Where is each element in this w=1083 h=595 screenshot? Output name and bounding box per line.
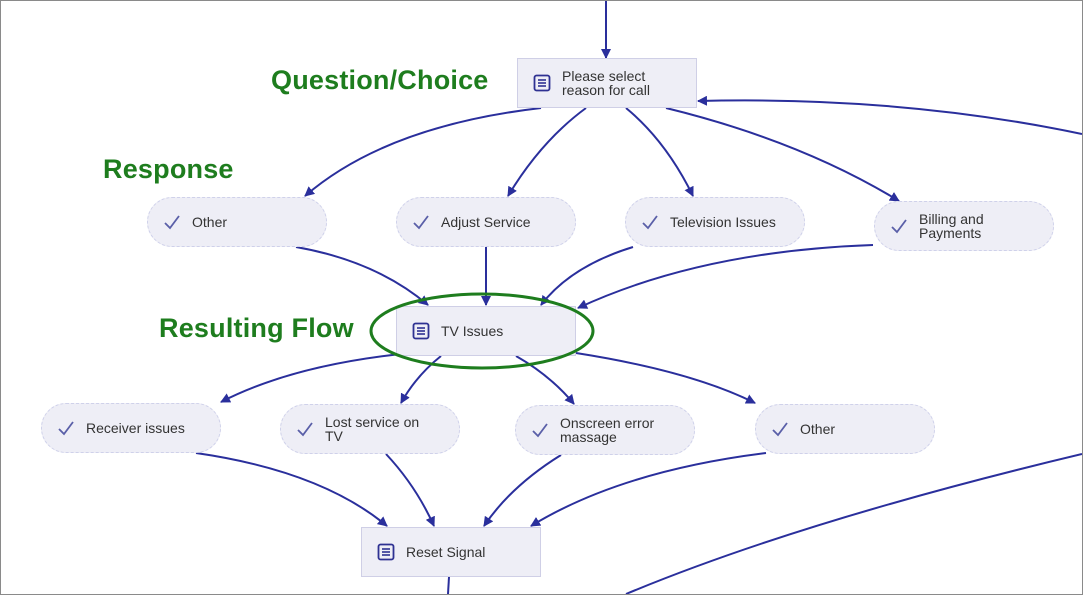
node-reset-signal[interactable]: Reset Signal <box>361 527 541 577</box>
edge-onscreen-to-reset <box>483 454 562 527</box>
edge-tv-to-lost <box>400 355 442 404</box>
check-icon <box>411 212 431 232</box>
node-response-other-bottom[interactable]: Other <box>755 404 935 454</box>
edge-television-to-tv <box>540 246 634 306</box>
check-icon <box>162 212 182 232</box>
edge-external-lower-loop <box>625 453 1082 594</box>
check-icon <box>770 419 790 439</box>
node-please-select-reason[interactable]: Please select reason for call <box>517 58 697 108</box>
list-icon <box>376 542 396 562</box>
node-response-receiver-issues[interactable]: Receiver issues <box>41 403 221 453</box>
edge-receiver-to-reset <box>195 452 388 527</box>
edge-please-to-billing <box>665 107 900 202</box>
node-response-onscreen-error-massage[interactable]: Onscreen error massage <box>515 405 695 455</box>
node-label: Adjust Service <box>441 214 531 230</box>
edge-reset-downward <box>447 576 450 594</box>
edge-please-to-other <box>304 107 542 197</box>
edge-tv-to-other-bottom <box>575 352 756 404</box>
node-label: Other <box>800 421 836 437</box>
node-label: Onscreen error massage <box>560 415 655 445</box>
annotation-resulting-flow: Resulting Flow <box>159 313 354 343</box>
edge-please-to-adjust <box>507 107 587 197</box>
node-label: Lost service on TV <box>325 414 420 444</box>
node-label: Receiver issues <box>86 420 185 436</box>
node-label: Billing and Payments <box>919 211 984 241</box>
node-response-adjust-service[interactable]: Adjust Service <box>396 197 576 247</box>
edge-billing-to-tv <box>577 244 874 309</box>
node-label: Other <box>192 214 228 230</box>
node-tv-issues[interactable]: TV Issues <box>396 306 576 356</box>
edge-lost-to-reset <box>385 453 435 527</box>
edge-external-to-please-select <box>697 95 1082 135</box>
node-response-other[interactable]: Other <box>147 197 327 247</box>
node-label: Reset Signal <box>406 544 486 560</box>
edge-tv-to-receiver <box>220 353 402 403</box>
list-icon <box>532 73 552 93</box>
annotation-question-choice: Question/Choice <box>271 65 489 95</box>
node-label: TV Issues <box>441 323 504 339</box>
node-response-billing-and-payments[interactable]: Billing and Payments <box>874 201 1054 251</box>
edge-tv-to-onscreen <box>515 355 575 405</box>
check-icon <box>640 212 660 232</box>
edge-other-to-tv <box>295 246 429 306</box>
check-icon <box>889 216 909 236</box>
check-icon <box>56 418 76 438</box>
edge-other-bottom-to-reset <box>530 452 767 527</box>
annotation-response: Response <box>103 154 234 184</box>
node-response-television-issues[interactable]: Television Issues <box>625 197 805 247</box>
list-icon <box>411 321 431 341</box>
node-label: Television Issues <box>670 214 776 230</box>
edge-please-to-television <box>625 107 694 197</box>
node-label: Please select reason for call <box>562 68 650 98</box>
node-response-lost-service-on-tv[interactable]: Lost service on TV <box>280 404 460 454</box>
check-icon <box>295 419 315 439</box>
check-icon <box>530 420 550 440</box>
